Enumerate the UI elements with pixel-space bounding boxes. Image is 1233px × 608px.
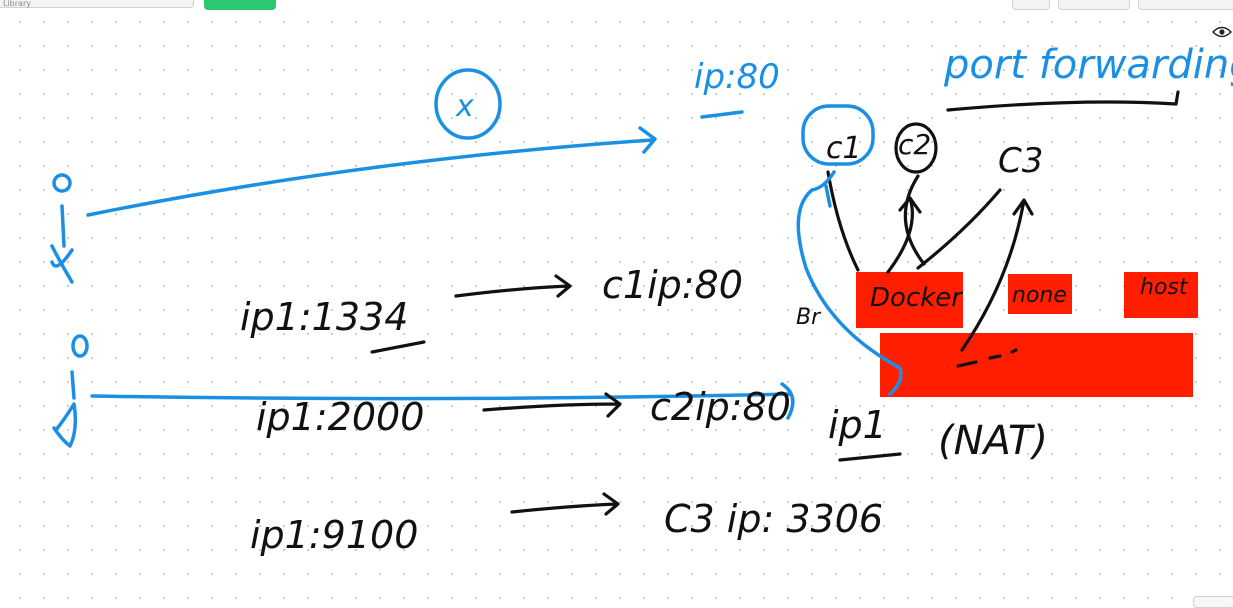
request-arrow-bottom <box>90 382 795 420</box>
port-forwarding-line <box>946 90 1180 112</box>
x-circle <box>434 68 502 140</box>
row3-container-port: C3 ip: 3306 <box>664 497 883 541</box>
docker-to-c2-line <box>886 196 922 274</box>
docker-label: Docker <box>870 283 964 313</box>
docker-to-c3-line <box>916 188 1002 270</box>
docker-to-c1-line <box>826 170 860 272</box>
request-arrow-top <box>86 126 657 217</box>
dashed-mark <box>956 348 1018 368</box>
row1-host-port: ip1:1334 <box>240 295 408 339</box>
row1-arrow <box>454 274 572 298</box>
port-forwarding-label: port forwarding <box>943 42 1233 88</box>
toolbar-button-c[interactable] <box>1138 0 1233 10</box>
row3-host-port: ip1:9100 <box>250 513 418 557</box>
toolbar-button-b[interactable] <box>1058 0 1130 10</box>
c3-label: C3 <box>998 141 1043 181</box>
eye-icon[interactable] <box>1212 25 1232 39</box>
c1-route-line <box>796 170 903 396</box>
none-label: none <box>1012 283 1067 308</box>
c1-route-tick <box>824 184 832 208</box>
c2-loop-line <box>903 174 926 266</box>
row2-container-port: c2ip:80 <box>650 385 791 429</box>
x-label: x <box>455 89 474 124</box>
library-tab[interactable]: Library <box>0 0 194 8</box>
row1-underline <box>370 340 426 354</box>
user-figure-1 <box>50 173 74 284</box>
top-ip-underline <box>700 110 744 119</box>
ip1-underline <box>838 452 902 462</box>
row1-container-port: c1ip:80 <box>602 263 743 307</box>
host-block <box>1124 272 1198 318</box>
c2-label: c2 <box>898 128 931 161</box>
c1-highlight <box>801 104 875 166</box>
c2-circle <box>894 122 938 174</box>
ip1-label: ip1 <box>828 403 887 447</box>
br-label: Br <box>796 305 822 330</box>
docker-block <box>856 272 963 328</box>
top-ip-label: ip:80 <box>694 57 780 97</box>
none-block <box>1008 274 1072 314</box>
host-os-block <box>880 333 1193 397</box>
row2-arrow <box>482 392 622 418</box>
row2-host-port: ip1:2000 <box>256 395 424 439</box>
row3-arrow <box>510 492 620 516</box>
c1-label: c1 <box>826 131 862 166</box>
share-button[interactable] <box>204 0 276 10</box>
nat-label: (NAT) <box>938 418 1048 464</box>
host-to-c3-line <box>960 198 1034 352</box>
user-figure-2 <box>52 334 89 448</box>
host-label: host <box>1140 275 1189 300</box>
toolbar-button-a[interactable] <box>1012 0 1050 10</box>
